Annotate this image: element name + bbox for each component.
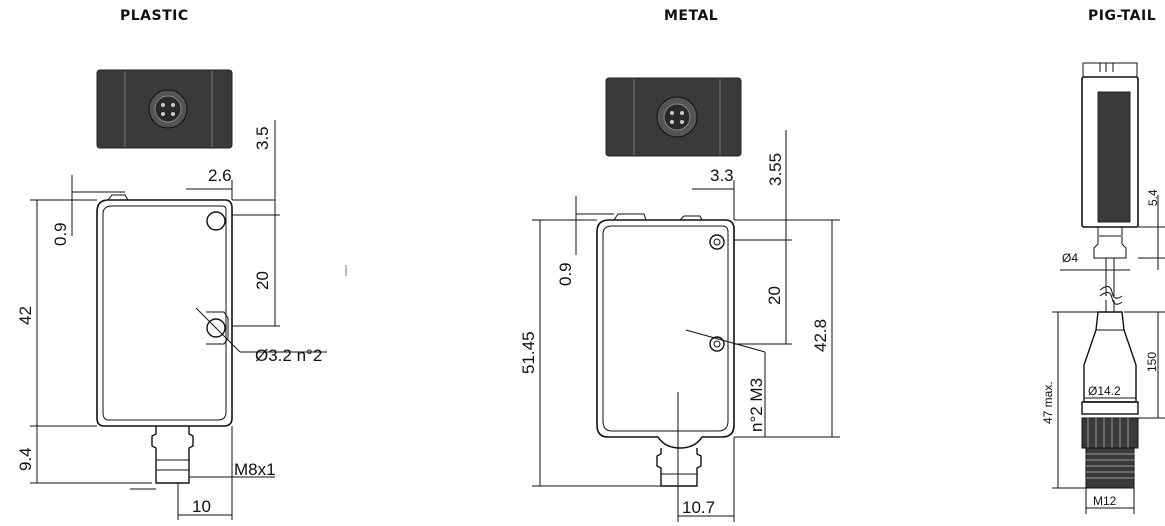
plastic-header: PLASTIC [120,8,189,24]
metal-dim-top-offset: 3.55 [766,153,785,186]
metal-dim-hole-spacing: 20 [765,286,784,305]
pigtail-dim-thread: M12 [1093,494,1117,508]
pigtail-dim-connector-diameter: Ø14.2 [1088,384,1121,398]
metal-body-outline [596,213,735,487]
plastic-body-outline [96,194,233,484]
plastic-dim-hole-edge: 2.6 [208,166,232,185]
pigtail-dim-cable-diameter: Ø4 [1062,251,1078,265]
pigtail-header: PIG-TAIL [1088,8,1157,24]
pigtail-dim-connector-length: 47 max. [1041,381,1055,424]
metal-dim-body-height: 42.8 [811,319,830,352]
plastic-dim-width: 10 [192,497,211,516]
plastic-dim-connector-height: 9.4 [16,447,35,471]
metal-dim-hole-edge: 3.3 [710,166,734,185]
plastic-dim-hole-spacing: 20 [253,271,272,290]
plastic-dim-height: 42 [16,306,35,325]
plastic-dim-top-gap: 0.9 [51,222,70,246]
metal-dim-width: 10.7 [682,498,715,517]
plastic-drawing: 3.5 2.6 0.9 20 42 Ø3.2 n°2 9.4 M8x1 10 [16,69,327,520]
plastic-dim-thread: M8x1 [234,460,276,479]
plastic-dimension-lines [30,120,327,520]
pigtail-connector [1081,311,1139,489]
metal-header: METAL [664,8,719,24]
metal-top-view [605,77,742,157]
pigtail-sensor-body [1081,62,1139,259]
metal-dim-total-height: 51.45 [519,331,538,374]
pigtail-cable [1099,258,1123,312]
pigtail-dimension-lines [1052,195,1165,514]
metal-drawing: 3.55 3.3 0.9 20 51.45 42.8 n°2 M3 10.7 [519,77,840,522]
plastic-dim-top-offset: 3.5 [253,126,272,150]
metal-dimension-lines [532,130,840,522]
pigtail-drawing: 5.4 Ø4 47 max. 150 Ø14.2 M12 [1041,62,1165,514]
metal-dim-top-gap: 0.9 [556,262,575,286]
plastic-dim-hole-diameter: Ø3.2 n°2 [255,346,322,365]
pigtail-dim-top: 5.4 [1146,189,1160,206]
metal-dim-thread-holes: n°2 M3 [747,378,766,432]
pigtail-dim-cable-length: 150 [1145,352,1159,372]
plastic-top-view [96,69,233,149]
